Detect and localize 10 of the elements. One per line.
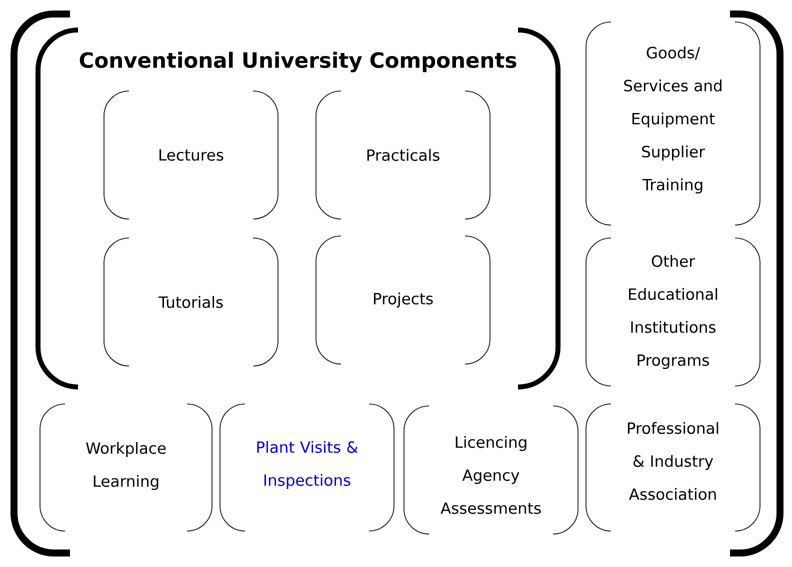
bracket-box: Other Educational Institutions Programs — [586, 238, 760, 386]
bracket-box: Professional & Industry Association — [586, 404, 760, 532]
bracket-box: Goods/ Services and Equipment Supplier Training — [586, 22, 760, 226]
bracket-box: Lectures — [104, 90, 278, 220]
bracket-box: Licencing Agency Assessments — [404, 406, 578, 534]
bracket-box: Projects — [316, 236, 490, 364]
bracket-box: Workplace Learning — [40, 404, 212, 532]
bracket-box: Practicals — [316, 90, 490, 220]
bracket-box: Plant Visits & Inspections — [220, 404, 394, 532]
bracket-box: Tutorials — [104, 238, 278, 366]
